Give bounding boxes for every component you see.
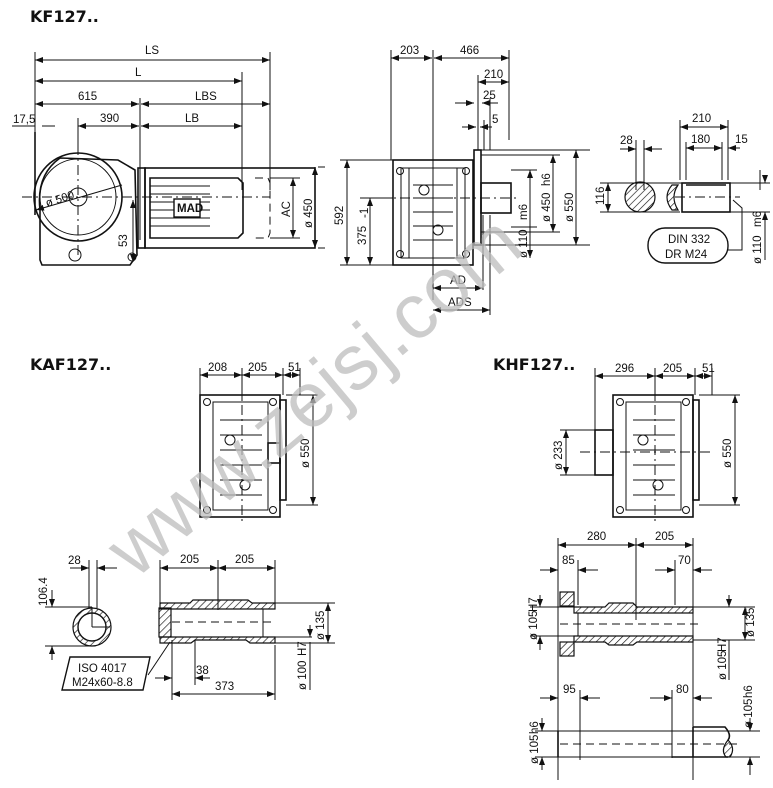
kf-front-view: 203 466 210 25 5 592 375 -1 ø 110 m6 ø 4… bbox=[334, 45, 590, 315]
kaf-title: KAF127.. bbox=[30, 355, 111, 374]
khf-dim-dia105-left-tolerance: H7 bbox=[528, 597, 540, 612]
dim-53: 53 bbox=[118, 234, 130, 247]
dim-375: 375 bbox=[357, 226, 369, 245]
khf-hollow-shaft: 280 205 85 70 ø 105 H7 ø 135 ø 105 H7 bbox=[528, 531, 757, 780]
khf-dim-95: 95 bbox=[563, 684, 576, 696]
din-label-line1: DIN 332 bbox=[668, 234, 710, 246]
dim-L: L bbox=[135, 67, 142, 79]
khf-dim-80: 80 bbox=[676, 684, 689, 696]
khf-shaft-dim-dia105-right-tolerance: h6 bbox=[743, 685, 755, 698]
dim-180: 180 bbox=[691, 134, 710, 146]
dim-15: 15 bbox=[735, 134, 748, 146]
dim-592: 592 bbox=[334, 206, 346, 225]
dim-210-shaft: 210 bbox=[692, 113, 711, 125]
dim-LS: LS bbox=[145, 45, 159, 57]
khf-shaft-dim-dia105-right: ø 105 bbox=[743, 699, 755, 728]
iso-label-line2: M24x60-8.8 bbox=[72, 677, 133, 689]
khf-dim-85: 85 bbox=[562, 555, 575, 567]
dim-25: 25 bbox=[483, 90, 496, 102]
khf-dim-51: 51 bbox=[702, 363, 715, 375]
dim-466: 466 bbox=[460, 45, 479, 57]
kaf-dim-205: 205 bbox=[248, 362, 267, 374]
iso-label-line1: ISO 4017 bbox=[78, 663, 127, 675]
kaf-dim-28: 28 bbox=[68, 555, 81, 567]
khf-shaft-dim-dia105-left: ø 105 bbox=[529, 735, 541, 764]
dim-dia550: ø 550 bbox=[564, 193, 576, 222]
kf-title: KF127.. bbox=[30, 7, 99, 26]
dim-dia110-tolerance: m6 bbox=[518, 204, 530, 220]
kf-shaft-detail: 28 210 180 15 116 ø 110 m6 DIN 332 DR M2… bbox=[595, 113, 770, 264]
khf-dim-70: 70 bbox=[678, 555, 691, 567]
kaf-dim-205a: 205 bbox=[180, 554, 199, 566]
khf-shaft-dim-dia105-left-tolerance: h6 bbox=[529, 721, 541, 734]
khf-dim-205: 205 bbox=[663, 363, 682, 375]
dim-LBS: LBS bbox=[195, 91, 217, 103]
dim-LB: LB bbox=[185, 113, 199, 125]
khf-dim-205: 205 bbox=[655, 531, 674, 543]
dim-AD: AD bbox=[450, 275, 466, 287]
dim-dia110-shaft: ø 110 bbox=[752, 235, 764, 264]
dim-203: 203 bbox=[400, 45, 419, 57]
kaf-dim-106-4: 106.4 bbox=[38, 577, 50, 606]
khf-dim-dia135: ø 135 bbox=[745, 608, 757, 637]
dim-28: 28 bbox=[620, 135, 633, 147]
dim-dia110: ø 110 bbox=[518, 229, 530, 258]
dim-dia450-tolerance: h6 bbox=[541, 173, 553, 186]
kaf-dim-dia100-tolerance: H7 bbox=[297, 641, 309, 656]
dim-210: 210 bbox=[484, 69, 503, 81]
khf-dim-dia105-right: ø 105 bbox=[717, 651, 729, 680]
motor-badge: MAD bbox=[177, 203, 203, 215]
dim-dia110-shaft-tolerance: m6 bbox=[752, 211, 764, 227]
dim-375-tolerance: -1 bbox=[359, 208, 371, 218]
kf-side-view: LS L 615 LBS 17,5 390 LB ø 500 53 MAD AC bbox=[12, 45, 325, 266]
khf-dim-296: 296 bbox=[615, 363, 634, 375]
dim-5: 5 bbox=[492, 114, 498, 126]
kaf-dim-dia550: ø 550 bbox=[300, 439, 312, 468]
dim-615: 615 bbox=[78, 91, 97, 103]
kaf-dim-dia100: ø 100 bbox=[297, 661, 309, 690]
khf-dim-dia550: ø 550 bbox=[722, 439, 734, 468]
watermark: www.zejsj.com bbox=[89, 197, 538, 594]
kaf-dim-208: 208 bbox=[208, 362, 227, 374]
kaf-dim-51: 51 bbox=[288, 362, 301, 374]
dim-dia450-flange: ø 450 bbox=[541, 193, 553, 222]
dim-dia450-motor: ø 450 bbox=[303, 199, 315, 228]
kaf-dim-dia135: ø 135 bbox=[315, 611, 327, 640]
khf-top-view: 296 205 51 ø 233 ø 550 bbox=[553, 363, 740, 525]
dim-116: 116 bbox=[595, 187, 607, 205]
khf-dim-280: 280 bbox=[587, 531, 606, 543]
dim-dia500: ø 500 bbox=[44, 189, 76, 210]
dim-AC: AC bbox=[281, 201, 293, 217]
kaf-dim-205b: 205 bbox=[235, 554, 254, 566]
kaf-hollow-shaft: 28 106.4 205 205 ø 135 ø 100 H7 38 373 I… bbox=[38, 554, 335, 700]
khf-title: KHF127.. bbox=[493, 355, 575, 374]
dim-ADS: ADS bbox=[448, 297, 472, 309]
dim-17-5: 17,5 bbox=[13, 114, 35, 126]
khf-dim-dia105-left: ø 105 bbox=[528, 611, 540, 640]
dim-390: 390 bbox=[100, 113, 119, 125]
kaf-dim-373: 373 bbox=[215, 681, 234, 693]
khf-dim-dia233: ø 233 bbox=[553, 441, 565, 470]
kaf-top-view: 208 205 51 ø 550 bbox=[199, 362, 318, 525]
khf-dim-dia105-right-tolerance: H7 bbox=[717, 637, 729, 652]
kaf-dim-38: 38 bbox=[196, 665, 209, 677]
din-label-line2: DR M24 bbox=[665, 249, 708, 261]
khf-solid-shaft: 95 80 ø 105 h6 ø 105 h6 bbox=[529, 684, 760, 775]
